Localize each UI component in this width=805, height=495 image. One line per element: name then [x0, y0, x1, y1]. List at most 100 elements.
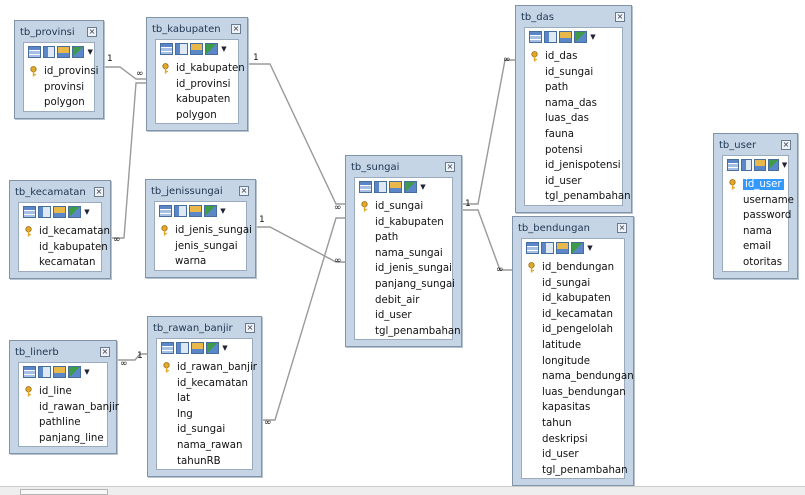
field-row[interactable]: nama_rawan: [157, 438, 252, 454]
structure-icon[interactable]: [175, 43, 188, 55]
close-icon[interactable]: ×: [87, 27, 97, 37]
indexes-icon[interactable]: [57, 46, 70, 58]
field-row[interactable]: longitude: [522, 354, 624, 370]
field-row[interactable]: id_pengelolah: [522, 322, 624, 338]
field-row[interactable]: panjang_line: [19, 431, 107, 447]
field-row[interactable]: id_line: [19, 384, 107, 400]
field-row[interactable]: tgl_penambahan: [522, 463, 628, 479]
chevron-down-icon[interactable]: ▼: [84, 368, 90, 376]
chevron-down-icon[interactable]: ▼: [87, 48, 93, 56]
field-row[interactable]: tahunRB: [157, 454, 252, 470]
close-icon[interactable]: ×: [245, 323, 255, 333]
field-row[interactable]: id_provinsi: [24, 64, 99, 80]
field-row[interactable]: jenis_sungai: [155, 239, 246, 255]
field-row[interactable]: id_kabupaten: [19, 240, 108, 256]
field-row[interactable]: lng: [157, 407, 252, 423]
browse-icon[interactable]: [161, 342, 174, 354]
structure-icon[interactable]: [38, 366, 51, 378]
relations-icon[interactable]: [205, 43, 218, 55]
field-row[interactable]: fauna: [525, 127, 622, 143]
field-row[interactable]: email: [723, 239, 788, 255]
relations-icon[interactable]: [68, 366, 81, 378]
field-row[interactable]: id_sungai: [522, 276, 624, 292]
close-icon[interactable]: ×: [239, 186, 249, 196]
structure-icon[interactable]: [176, 342, 189, 354]
field-row[interactable]: username: [723, 193, 794, 209]
indexes-icon[interactable]: [754, 159, 766, 171]
indexes-icon[interactable]: [389, 181, 402, 193]
indexes-icon[interactable]: [189, 205, 202, 217]
close-icon[interactable]: ×: [100, 347, 110, 357]
browse-icon[interactable]: [359, 181, 372, 193]
structure-icon[interactable]: [174, 205, 187, 217]
table-title[interactable]: tb_linerb: [15, 347, 59, 358]
field-row[interactable]: id_kecamatan: [157, 376, 252, 392]
field-row[interactable]: id_user: [525, 174, 622, 190]
browse-icon[interactable]: [160, 43, 173, 55]
field-row[interactable]: nama: [723, 224, 788, 240]
table-title[interactable]: tb_kabupaten: [152, 24, 221, 35]
field-row[interactable]: nama_bendungan: [522, 369, 634, 385]
browse-icon[interactable]: [727, 159, 739, 171]
field-row[interactable]: id_user: [355, 308, 452, 324]
browse-icon[interactable]: [526, 242, 539, 254]
field-row[interactable]: id_provinsi: [156, 77, 238, 93]
relations-icon[interactable]: [206, 342, 219, 354]
field-row[interactable]: path: [525, 80, 622, 96]
field-row[interactable]: pathline: [19, 415, 107, 431]
chevron-down-icon[interactable]: ▼: [220, 207, 226, 215]
relations-icon[interactable]: [404, 181, 417, 193]
browse-icon[interactable]: [23, 366, 36, 378]
relations-icon[interactable]: [204, 205, 217, 217]
field-row[interactable]: lat: [157, 391, 252, 407]
structure-icon[interactable]: [544, 31, 557, 43]
field-row[interactable]: id_kabupaten: [355, 215, 452, 231]
structure-icon[interactable]: [374, 181, 387, 193]
relations-icon[interactable]: [571, 242, 584, 254]
field-row[interactable]: debit_air: [355, 293, 452, 309]
field-row[interactable]: nama_das: [525, 96, 622, 112]
field-row[interactable]: id_jenis_sungai: [355, 261, 452, 277]
chevron-down-icon[interactable]: ▼: [587, 244, 593, 252]
table-title[interactable]: tb_rawan_banjir: [153, 323, 233, 334]
indexes-icon[interactable]: [190, 43, 203, 55]
relations-icon[interactable]: [767, 159, 780, 171]
structure-icon[interactable]: [42, 46, 56, 58]
close-icon[interactable]: ×: [94, 187, 104, 197]
chevron-down-icon[interactable]: ▼: [84, 208, 90, 216]
indexes-icon[interactable]: [556, 242, 569, 254]
indexes-icon[interactable]: [191, 342, 204, 354]
chevron-down-icon[interactable]: ▼: [781, 161, 788, 169]
indexes-icon[interactable]: [53, 206, 66, 218]
field-row[interactable]: panjang_sungai: [355, 277, 455, 293]
field-row[interactable]: otoritas: [723, 255, 788, 271]
field-row[interactable]: luas_das: [525, 111, 622, 127]
table-title[interactable]: tb_user: [719, 140, 757, 151]
field-row[interactable]: provinsi: [24, 80, 94, 96]
browse-icon[interactable]: [28, 46, 41, 58]
browse-icon[interactable]: [159, 205, 172, 217]
table-title[interactable]: tb_das: [521, 12, 554, 23]
field-row[interactable]: id_bendungan: [522, 260, 624, 276]
indexes-icon[interactable]: [53, 366, 66, 378]
scrollbar-thumb[interactable]: [20, 489, 108, 495]
field-row[interactable]: deskripsi: [522, 432, 624, 448]
field-row[interactable]: id_rawan_banjir: [19, 400, 119, 416]
field-row[interactable]: id_das: [525, 49, 622, 65]
field-row[interactable]: id_jenispotensi: [525, 158, 622, 174]
table-title[interactable]: tb_jenissungai: [151, 186, 223, 197]
browse-icon[interactable]: [23, 206, 36, 218]
chevron-down-icon[interactable]: ▼: [420, 183, 426, 191]
close-icon[interactable]: ×: [231, 24, 241, 34]
table-title[interactable]: tb_provinsi: [20, 27, 75, 38]
structure-icon[interactable]: [541, 242, 554, 254]
